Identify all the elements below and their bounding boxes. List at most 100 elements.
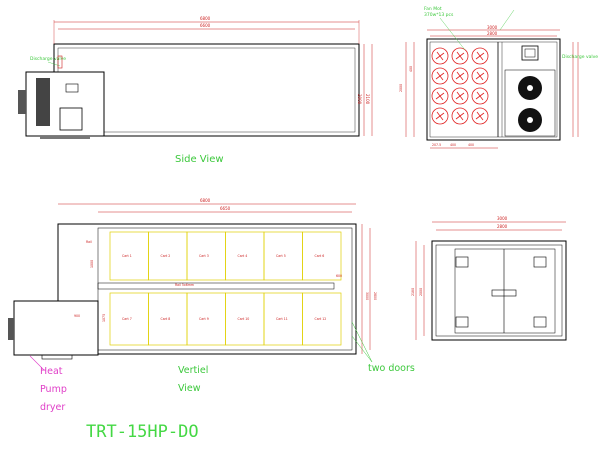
- rail-left-label: Rail: [86, 240, 92, 244]
- top-heat-pump-pipe: [8, 318, 14, 340]
- side-heat-pump-door: [59, 107, 83, 131]
- vertical-view-title-2: View: [178, 383, 201, 394]
- fan-blade: [475, 111, 485, 121]
- top-dim-total: 6800: [200, 198, 211, 203]
- front-dim-bottom-b: 400: [450, 143, 456, 147]
- front-inner: [429, 41, 558, 138]
- side-heat-pump-meter: [65, 83, 79, 93]
- control-panel: [521, 45, 539, 61]
- fan-5: [451, 67, 469, 85]
- end-dim-width-b: 2800: [497, 224, 508, 229]
- trolley: [302, 292, 342, 346]
- end-inner: [435, 244, 563, 337]
- heat-pump-label-1: Heat: [40, 366, 63, 377]
- front-discharge-label: Discharge valve: [562, 54, 598, 60]
- fan-blade: [475, 91, 485, 101]
- fan-8: [451, 87, 469, 105]
- top-view: Cart 1 Cart 2 Cart 3 Cart 4 Cart 5 Cart 6 Car…: [8, 198, 415, 413]
- top-dim-h1: 1000: [90, 260, 94, 268]
- top-dim-h2: 1075: [102, 314, 106, 322]
- front-dim-bottom-c: 400: [468, 143, 474, 147]
- trolley-label: Cart 8: [161, 317, 171, 321]
- end-dim-h-a: 2180: [411, 288, 415, 296]
- top-chamber-outline: [57, 223, 357, 355]
- fan-blade: [435, 111, 445, 121]
- fan-2: [451, 47, 469, 65]
- top-heat-pump: [13, 300, 99, 356]
- fan-6: [471, 67, 489, 85]
- trolley-label: Cart 1: [122, 254, 132, 258]
- end-door-frame: [454, 248, 556, 334]
- top-dim-side: 900: [74, 314, 80, 318]
- door-hinge: [533, 256, 547, 268]
- top-dim-right-a: 3000: [365, 292, 369, 300]
- front-dim-pitch: 400: [409, 66, 413, 72]
- side-dim-height-b: 2100: [365, 94, 370, 105]
- trolley: [302, 231, 342, 281]
- top-dim-right-b: 2800: [373, 292, 377, 300]
- door-hinge: [533, 316, 547, 328]
- door-hinge: [455, 316, 469, 328]
- fan-blade: [435, 71, 445, 81]
- fan-motor-label: Fan Mot: [424, 6, 442, 12]
- fan-blade: [455, 51, 465, 61]
- trolley-label: Cart 9: [199, 317, 209, 321]
- model-number: TRT-15HP-DO: [86, 422, 199, 442]
- fan-blade: [455, 71, 465, 81]
- trolley-label: Cart 3: [199, 254, 209, 258]
- top-divider: [97, 282, 335, 290]
- fan-3: [471, 47, 489, 65]
- fan-blade: [455, 111, 465, 121]
- side-heat-pump-panel: [36, 78, 50, 126]
- trolley-label: Cart 2: [161, 254, 171, 258]
- fan-blade: [435, 51, 445, 61]
- door-handle: [491, 289, 517, 297]
- side-view-title: Side View: [175, 154, 224, 165]
- side-dim-height-a: 2000: [357, 94, 362, 105]
- heat-pump-label-3: dryer: [40, 402, 65, 413]
- heat-pump-label-2: Pump: [40, 384, 67, 395]
- trolley-label: Cart 7: [122, 317, 132, 321]
- fan-blade: [455, 91, 465, 101]
- front-view: 3000 2800 2000 400 207.5 400 400 Fan Mot…: [399, 6, 598, 149]
- side-feet: [40, 136, 90, 139]
- fan-9: [471, 87, 489, 105]
- fan-spec-label: 370w*13 pcs: [424, 12, 454, 18]
- door-hinge: [455, 256, 469, 268]
- end-dim-width-a: 3000: [497, 216, 508, 221]
- front-outline: [426, 38, 561, 141]
- top-dim-gap: 600: [336, 274, 342, 278]
- trolley-label: Cart 4: [238, 254, 248, 258]
- door-hinges: [455, 256, 547, 328]
- fan-blade: [475, 51, 485, 61]
- fan-1: [431, 47, 449, 65]
- fan-12: [471, 107, 489, 125]
- fan-blade: [435, 91, 445, 101]
- fan-11: [451, 107, 469, 125]
- trolley-label: Cart 12: [315, 317, 327, 321]
- front-dim-height: 2000: [399, 84, 403, 92]
- side-pipe: [18, 90, 26, 114]
- trolley-row-top: Cart 1 Cart 2 Cart 3 Cart 4 Cart 5 Cart 6: [109, 231, 342, 281]
- top-dim-inner: 6650: [220, 206, 231, 211]
- end-dim-h-b: 2000: [419, 288, 423, 296]
- side-discharge-label: Discharge valve: [30, 56, 66, 62]
- fan-4: [431, 67, 449, 85]
- fan-array: [431, 47, 489, 125]
- front-dim-width-b: 2800: [487, 31, 498, 36]
- fan-10: [431, 107, 449, 125]
- vertical-view-title-1: Vertiel: [178, 365, 208, 376]
- trolley-label: Cart 5: [276, 254, 286, 258]
- end-view: 3000 2800 2180 2000: [411, 216, 567, 341]
- end-outline: [431, 240, 567, 341]
- trolley-label: Cart 11: [276, 317, 288, 321]
- side-dim-total: 6800: [200, 16, 211, 21]
- side-dim-inner: 6600: [200, 23, 211, 28]
- side-view: 6800 6600 2000 2100 Discharge valve Side…: [18, 16, 373, 165]
- rail-center-label: Rail 5x6mm: [175, 283, 194, 287]
- fan-7: [431, 87, 449, 105]
- trolley-label: Cart 6: [315, 254, 325, 258]
- front-dim-width-a: 3000: [487, 25, 498, 30]
